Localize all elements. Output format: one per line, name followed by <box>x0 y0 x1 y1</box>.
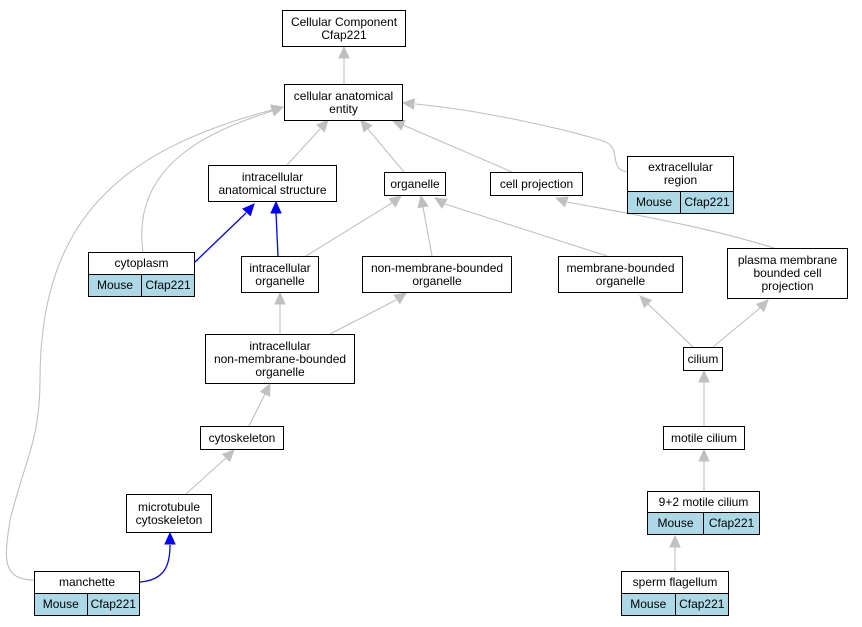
node-label: organelle <box>390 176 440 191</box>
annotation-row: Mouse Cfap221 <box>648 512 759 534</box>
edge-mtcyto-cytoskeleton <box>185 449 235 495</box>
annotation-gene: Cfap221 <box>674 594 729 615</box>
node-intracellular-anatomical-structure[interactable]: intracellular anatomical structure <box>208 165 337 202</box>
edge-mbo-organelle <box>433 197 608 257</box>
arrowhead <box>388 195 402 208</box>
edge-ias-cae <box>286 119 329 166</box>
edge-pmbcp-cellproj <box>554 196 775 249</box>
arrowhead <box>338 45 350 59</box>
annotation-gene: Cfap221 <box>141 275 194 296</box>
node-intracellular-non-membrane-bounded-organelle[interactable]: intracellular non-membrane-bounded organ… <box>205 334 355 384</box>
node-label: cytoskeleton <box>208 430 276 445</box>
annotation-row: Mouse Cfap221 <box>628 191 733 213</box>
edge-organelle-cae <box>360 119 405 173</box>
edge-intraorg-ias <box>270 200 282 257</box>
arrowhead <box>698 448 710 462</box>
edge-cae-root <box>338 45 350 84</box>
node-label: intracellular non-membrane-bounded organ… <box>213 338 347 379</box>
annotation-gene: Cfap221 <box>703 513 759 534</box>
node-cellular-anatomical-entity[interactable]: cellular anatomical entity <box>284 84 403 121</box>
annotation-species: Mouse <box>630 597 667 611</box>
arrowhead <box>221 449 235 463</box>
node-cellular-component[interactable]: Cellular Component Cfap221 <box>282 10 406 47</box>
node-label: 9+2 motile cilium <box>658 494 749 509</box>
node-microtubule-cytoskeleton[interactable]: microtubule cytoskeleton <box>126 494 212 533</box>
node-label: cell projection <box>499 176 574 191</box>
node-organelle[interactable]: organelle <box>384 172 446 196</box>
edge-sperm-nine2 <box>669 534 681 571</box>
arrowhead <box>669 534 681 548</box>
node-label: cytoplasm <box>114 256 169 270</box>
arrowhead <box>393 292 407 305</box>
arrowhead <box>639 295 653 309</box>
arrowhead <box>270 104 285 116</box>
edge-manchette-cae <box>5 104 285 581</box>
node-intracellular-organelle[interactable]: intracellular organelle <box>241 256 319 293</box>
node-cell-projection[interactable]: cell projection <box>490 172 583 196</box>
node-plasma-membrane-bounded-cell-projection[interactable]: plasma membrane bounded cell projection <box>727 248 848 299</box>
edge-cytoskeleton-inmbo <box>248 382 271 427</box>
annotation-species: Mouse <box>96 278 134 292</box>
arrowhead <box>270 200 282 214</box>
node-label: non-membrane-bounded organelle <box>370 260 504 288</box>
node-label: intracellular organelle <box>249 260 311 288</box>
arrowhead <box>433 197 448 209</box>
annotation-species: Mouse <box>42 597 79 611</box>
node-cilium[interactable]: cilium <box>683 347 723 371</box>
arrowhead <box>554 196 569 208</box>
edge-cytoplasm-ias <box>194 203 255 263</box>
edge-inmbo-intraorg <box>274 291 286 334</box>
edge-cilium-pmbcp <box>712 299 769 348</box>
arrowhead <box>242 203 255 217</box>
node-label: cellular anatomical entity <box>293 88 394 116</box>
arrowhead <box>755 299 769 313</box>
node-label: microtubule cytoskeleton <box>135 499 203 527</box>
node-label: sperm flagellum <box>632 575 718 589</box>
edge-nmbo-organelle <box>417 194 433 257</box>
annotation-species: Mouse <box>657 516 694 530</box>
arrowhead <box>417 194 429 209</box>
annotation-gene: Cfap221 <box>86 594 140 615</box>
node-label: membrane-bounded organelle <box>566 260 675 288</box>
edge-inmbo-nmbo <box>329 292 407 335</box>
node-cytoskeleton[interactable]: cytoskeleton <box>200 426 284 450</box>
arrowhead <box>274 291 286 305</box>
arrowhead <box>698 369 710 383</box>
arrowhead <box>401 98 415 110</box>
node-motile-cilium[interactable]: motile cilium <box>663 426 745 450</box>
edge-manchette-mtcyto <box>139 531 176 583</box>
edge-nine2-motile <box>698 448 710 491</box>
node-label: extracellular region <box>648 160 713 187</box>
node-membrane-bounded-organelle[interactable]: membrane-bounded organelle <box>558 256 683 293</box>
arrowhead <box>316 119 329 133</box>
node-label: cilium <box>687 351 719 366</box>
node-label: plasma membrane bounded cell projection <box>737 253 838 293</box>
annotation-row: Mouse Cfap221 <box>89 274 194 296</box>
node-label: Cellular Component Cfap221 <box>290 14 398 42</box>
arrowhead <box>360 119 373 133</box>
arrowhead <box>164 531 176 545</box>
annotation-species: Mouse <box>635 195 673 209</box>
edge-extracell-cae <box>401 98 628 173</box>
node-label: manchette <box>58 575 116 589</box>
annotation-row: Mouse Cfap221 <box>622 593 728 615</box>
annotation-gene: Cfap221 <box>680 192 733 213</box>
edge-cellproj-cae <box>391 119 513 173</box>
edge-motile-cilium <box>698 369 710 426</box>
edge-intraorg-organelle <box>305 195 402 257</box>
arrowhead <box>391 119 406 131</box>
node-label: intracellular anatomical structure <box>218 169 327 197</box>
arrowhead <box>259 382 271 397</box>
annotation-row: Mouse Cfap221 <box>35 593 139 615</box>
node-non-membrane-bounded-organelle[interactable]: non-membrane-bounded organelle <box>362 256 512 293</box>
node-label: motile cilium <box>670 430 737 445</box>
edge-cilium-mbo <box>639 295 694 348</box>
